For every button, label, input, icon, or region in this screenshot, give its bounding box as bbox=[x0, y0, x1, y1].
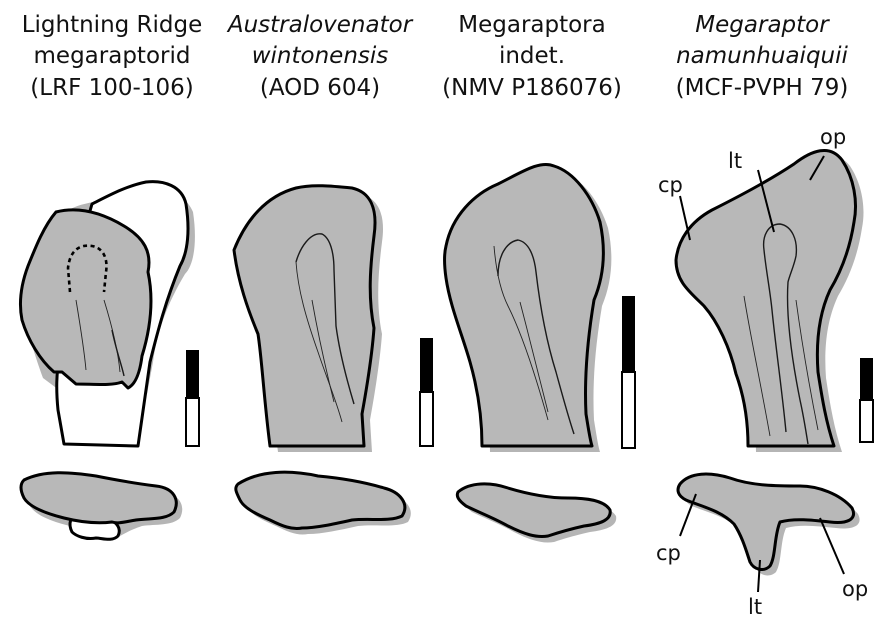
specimen-title-3: Megaraptora indet. (NMV P186076) bbox=[442, 12, 622, 101]
scale-bar-black-segment bbox=[860, 358, 873, 400]
label-op-bottom: op bbox=[842, 577, 868, 601]
specimen-1-catalog: (LRF 100-106) bbox=[30, 75, 193, 101]
scale-bar-black-segment bbox=[622, 296, 635, 372]
label-op-top: op bbox=[820, 125, 846, 149]
specimen-1-cross-section bbox=[21, 473, 182, 540]
specimen-3-name-line2: indet. bbox=[499, 43, 565, 69]
label-lt-top: lt bbox=[728, 149, 742, 173]
specimen-1-scale-bar bbox=[186, 350, 199, 446]
label-cp-top: cp bbox=[658, 173, 683, 197]
specimen-2-name-line2: wintonensis bbox=[252, 43, 389, 69]
specimen-2-lateral-bone bbox=[234, 186, 375, 446]
specimen-1-name-line2: megaraptorid bbox=[34, 43, 191, 69]
specimen-4-catalog: (MCF-PVPH 79) bbox=[676, 75, 849, 101]
specimen-2-cross-section bbox=[236, 472, 411, 534]
scale-bar-white-segment bbox=[420, 392, 433, 446]
scale-bar-white-segment bbox=[860, 400, 873, 442]
specimen-1-lateral-view bbox=[20, 182, 195, 446]
specimen-3-lateral-view bbox=[445, 164, 612, 452]
specimen-3-scale-bar bbox=[622, 296, 635, 448]
specimen-3-lateral-bone bbox=[445, 164, 604, 446]
specimen-4-cross-section bbox=[678, 474, 860, 592]
specimen-3-catalog: (NMV P186076) bbox=[442, 75, 622, 101]
label-cp-bottom: cp bbox=[656, 541, 681, 565]
specimen-3-cross-section bbox=[457, 484, 616, 543]
scale-bar-white-segment bbox=[186, 398, 199, 446]
specimen-4-name-line1: Megaraptor bbox=[695, 12, 830, 38]
specimen-2-cross-section-bone bbox=[236, 472, 405, 528]
specimen-2-name-line1: Australovenator bbox=[226, 12, 414, 38]
specimen-title-4: Megaraptor namunhuaiquii (MCF-PVPH 79) bbox=[676, 12, 849, 101]
specimen-4-cross-section-bone bbox=[678, 474, 854, 569]
scale-bar-black-segment bbox=[186, 350, 199, 398]
specimen-2-catalog: (AOD 604) bbox=[260, 75, 380, 101]
specimen-4-lateral-view bbox=[676, 150, 864, 452]
specimen-3-name-line1: Megaraptora bbox=[458, 12, 605, 38]
specimen-4-scale-bar bbox=[860, 358, 873, 442]
specimen-title-1: Lightning Ridge megaraptorid (LRF 100-10… bbox=[22, 12, 203, 101]
specimen-4-name-line2: namunhuaiquii bbox=[676, 43, 848, 69]
specimen-2-lateral-view bbox=[234, 186, 383, 452]
scale-bar-black-segment bbox=[420, 338, 433, 392]
specimen-2-scale-bar bbox=[420, 338, 433, 446]
scale-bar-white-segment bbox=[622, 372, 635, 448]
label-lt-bottom: lt bbox=[748, 595, 762, 619]
specimen-title-2: Australovenator wintonensis (AOD 604) bbox=[226, 12, 414, 101]
specimen-1-name-line1: Lightning Ridge bbox=[22, 12, 203, 38]
